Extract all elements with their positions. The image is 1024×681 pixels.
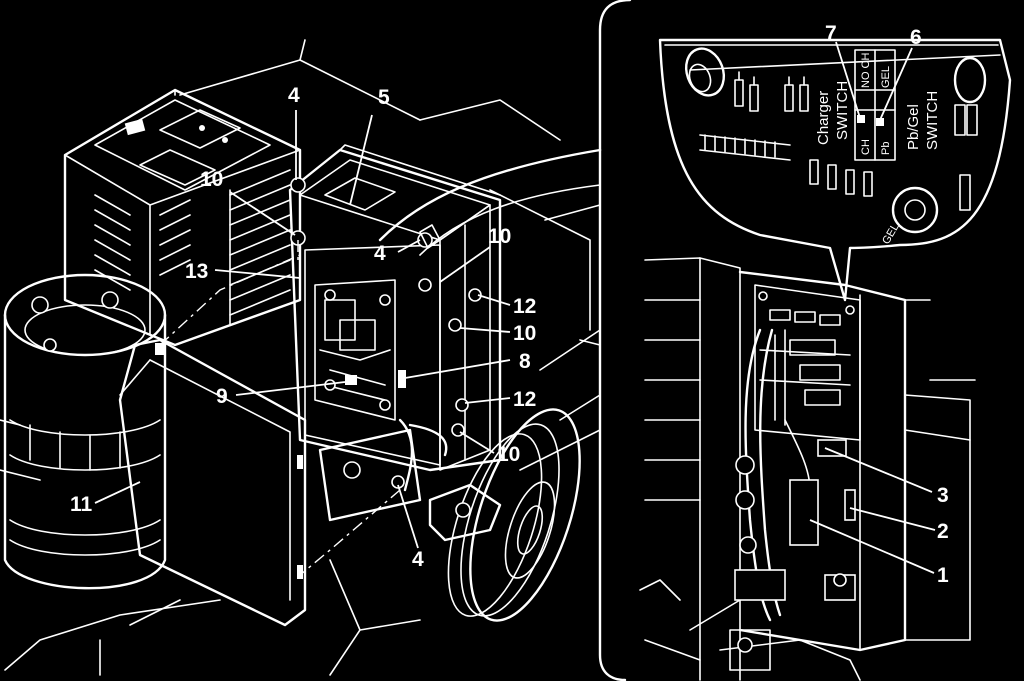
pcb-resistors — [734, 71, 873, 197]
callout-4-top: 4 — [288, 84, 300, 107]
charger-switch-label-2: SWITCH — [834, 81, 851, 140]
leader-lines — [94, 41, 936, 574]
chassis-frame — [0, 39, 601, 676]
callout-12-lower: 12 — [513, 388, 536, 411]
callout-numbers: 4 5 10 4 10 13 12 10 8 9 12 10 11 4 7 6 … — [70, 22, 949, 587]
callout-8: 8 — [519, 350, 531, 373]
callout-4-bottom: 4 — [412, 548, 424, 571]
left-assembly — [0, 39, 601, 676]
pb-gel-switch-label-1: Pb/Gel — [905, 104, 922, 150]
cover-plate — [118, 338, 307, 627]
callout-9: 9 — [216, 385, 228, 408]
callout-12-upper: 12 — [513, 295, 536, 318]
drive-motor — [3, 273, 167, 590]
ch-label: CH — [860, 139, 872, 155]
charger-switch-label-1: Charger — [815, 91, 832, 145]
callout-3: 3 — [937, 484, 949, 507]
vent-slots — [94, 194, 191, 291]
transformer-housing — [63, 88, 302, 347]
pb-gel-switch-label-2: SWITCH — [924, 91, 941, 150]
callout-10-lower: 10 — [497, 443, 520, 466]
callout-2: 2 — [937, 520, 949, 543]
no-ch-label: NO CH — [860, 53, 872, 89]
gel-label: GEL — [880, 66, 892, 88]
callout-10-upper-left: 10 — [200, 168, 223, 191]
callout-10-upper-right: 10 — [488, 225, 511, 248]
callout-11: 11 — [70, 493, 93, 516]
pb-label: Pb — [880, 142, 892, 155]
callout-5: 5 — [378, 86, 390, 109]
callout-4-middle: 4 — [374, 242, 386, 265]
callout-7: 7 — [825, 22, 837, 45]
callout-6: 6 — [910, 26, 922, 49]
callout-13: 13 — [185, 260, 208, 283]
callout-1: 1 — [937, 564, 949, 587]
charger-interior — [639, 257, 976, 681]
drive-wheel — [318, 408, 581, 622]
board-components — [758, 291, 855, 426]
callout-10-middle: 10 — [513, 322, 536, 345]
bubble-connector — [378, 148, 602, 242]
